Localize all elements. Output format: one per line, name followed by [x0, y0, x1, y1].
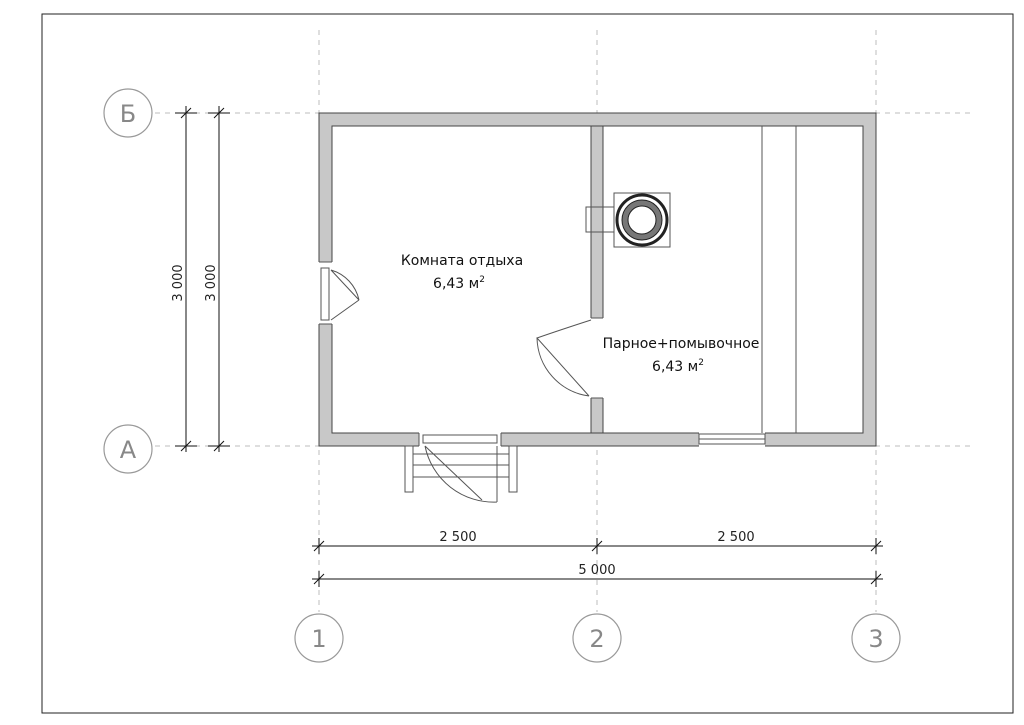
room-2-area: 6,43 м2: [652, 358, 704, 375]
left-door-swing: [330, 269, 360, 321]
axis-bubble-2: 2: [572, 613, 622, 663]
axis-bubble-b: Б: [103, 88, 153, 138]
front-door-swing: [424, 445, 498, 503]
room-1-area-sup: 2: [479, 275, 485, 285]
axis-label-a: А: [120, 436, 137, 464]
axis-bubble-a: А: [103, 424, 153, 474]
front-door-opening: [419, 432, 501, 447]
room-1-name: Комната отдыха: [401, 253, 523, 269]
vertical-dimension-2: 3 000: [204, 106, 230, 452]
sauna-shelves: [761, 126, 797, 433]
axis-label-2: 2: [589, 625, 604, 653]
vertical-dimension-2-label: 3 000: [204, 264, 219, 301]
drawing-frame: [41, 13, 1014, 714]
axis-label-1: 1: [311, 625, 326, 653]
bottom-dimension-chain: 2 500 2 500: [312, 530, 883, 554]
axis-label-b: Б: [120, 100, 136, 128]
total-dimension-label: 5 000: [578, 563, 615, 578]
sauna-stove: [585, 192, 671, 248]
axis-bubble-3: 3: [851, 613, 901, 663]
vertical-dimension-1: 3 000: [171, 106, 197, 452]
room-1-area: 6,43 м2: [433, 275, 485, 292]
axis-bubble-1: 1: [294, 613, 344, 663]
exterior-walls: [318, 112, 877, 447]
partition-door-opening: [590, 318, 604, 398]
vertical-dimension-1-label: 3 000: [171, 264, 186, 301]
partition-door-swing: [536, 319, 592, 397]
total-dimension: 5 000: [312, 563, 883, 587]
bottom-dimension-1-label: 2 500: [439, 530, 476, 545]
left-door-opening: [318, 262, 333, 324]
room-2-name: Парное+помывочное: [603, 336, 760, 352]
bottom-dimension-2-label: 2 500: [717, 530, 754, 545]
axis-label-3: 3: [868, 625, 883, 653]
porch-stairs: [404, 445, 518, 493]
room-2-area-sup: 2: [698, 358, 704, 368]
